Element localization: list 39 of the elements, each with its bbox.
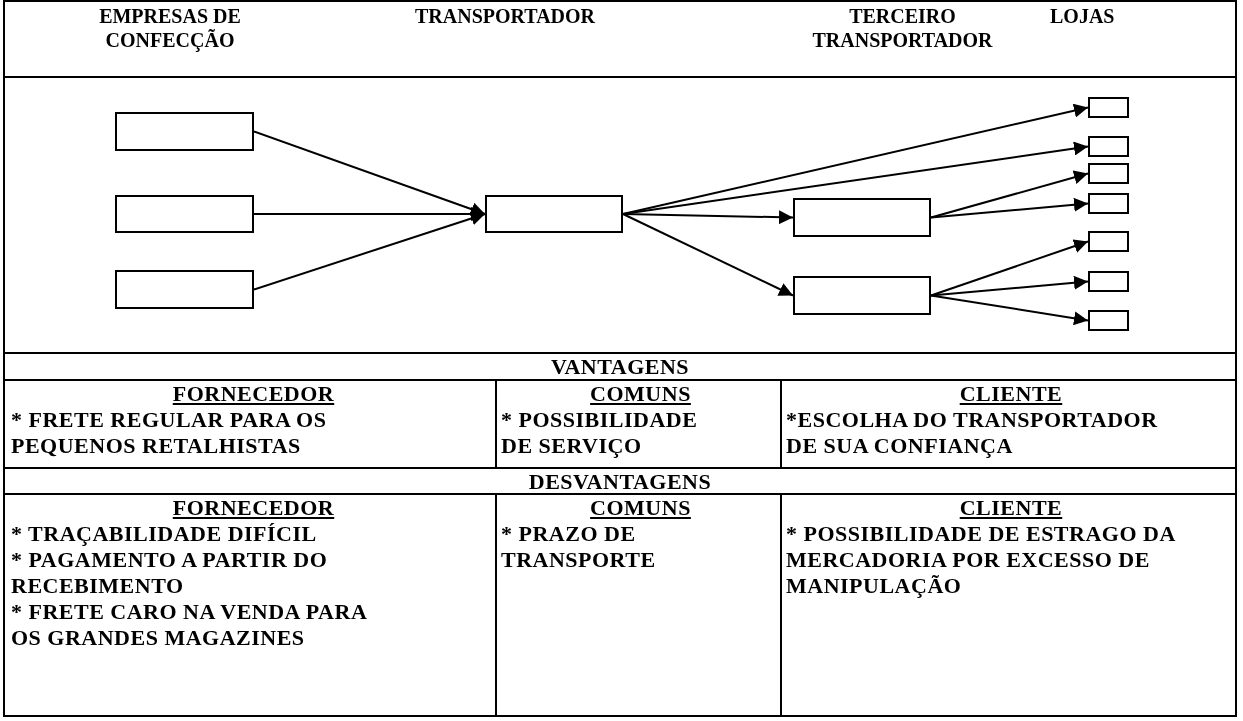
- table-text: * POSSIBILIDADE DE SERVIÇO: [501, 407, 699, 459]
- arrow: [253, 211, 486, 291]
- table-text: LOJAS: [1050, 4, 1115, 28]
- column-heading: COMUNS: [590, 495, 691, 521]
- table-text: *ESCOLHA DO TRANSPORTADOR DE SUA CONFIANÇA: [786, 407, 1159, 459]
- table-text: * FRETE REGULAR PARA OS PEQUENOS RETALHISTAS: [11, 407, 328, 459]
- table-text: DESVANTAGENS: [528, 469, 712, 495]
- arrow: [930, 197, 1089, 219]
- table-text: EMPRESAS DE CONFECÇÃO: [98, 4, 242, 52]
- column-heading: CLIENTE: [959, 381, 1063, 407]
- process-box: [1088, 163, 1129, 184]
- arrow: [622, 213, 794, 297]
- process-box: [793, 276, 931, 315]
- process-box: [115, 195, 254, 233]
- process-box: [1088, 193, 1129, 214]
- process-box: [793, 198, 931, 237]
- table-text: * POSSIBILIDADE DE ESTRAGO DA MERCADORIA POR EXCESSO DE MANIPULAÇÃO: [786, 521, 1177, 599]
- arrow: [930, 294, 1089, 326]
- table-text: * PAGAMENTO A PARTIR DO RECEBIMENTO: [11, 547, 329, 599]
- table-text: * FRETE CARO NA VENDA PARA OS GRANDES MAGAZINES: [11, 599, 368, 651]
- table-text: * PRAZO DE TRANSPORTE: [501, 521, 657, 573]
- process-box: [485, 195, 623, 233]
- process-box: [1088, 310, 1129, 331]
- table-text: TERCEIRO TRANSPORTADOR: [811, 4, 994, 52]
- arrow: [622, 103, 1089, 215]
- table-text: VANTAGENS: [550, 354, 690, 380]
- column-heading: COMUNS: [590, 381, 691, 407]
- process-box: [1088, 97, 1129, 118]
- column-heading: FORNECEDOR: [172, 495, 335, 521]
- process-box: [1088, 231, 1129, 252]
- table-text: TRANSPORTADOR: [415, 4, 596, 28]
- process-box: [115, 112, 254, 151]
- arrow: [253, 130, 486, 216]
- process-box: [115, 270, 254, 309]
- process-box: [1088, 271, 1129, 292]
- column-heading: FORNECEDOR: [172, 381, 335, 407]
- table-text: * TRAÇABILIDADE DIFÍCIL: [11, 521, 317, 547]
- process-box: [1088, 136, 1129, 157]
- column-heading: CLIENTE: [959, 495, 1063, 521]
